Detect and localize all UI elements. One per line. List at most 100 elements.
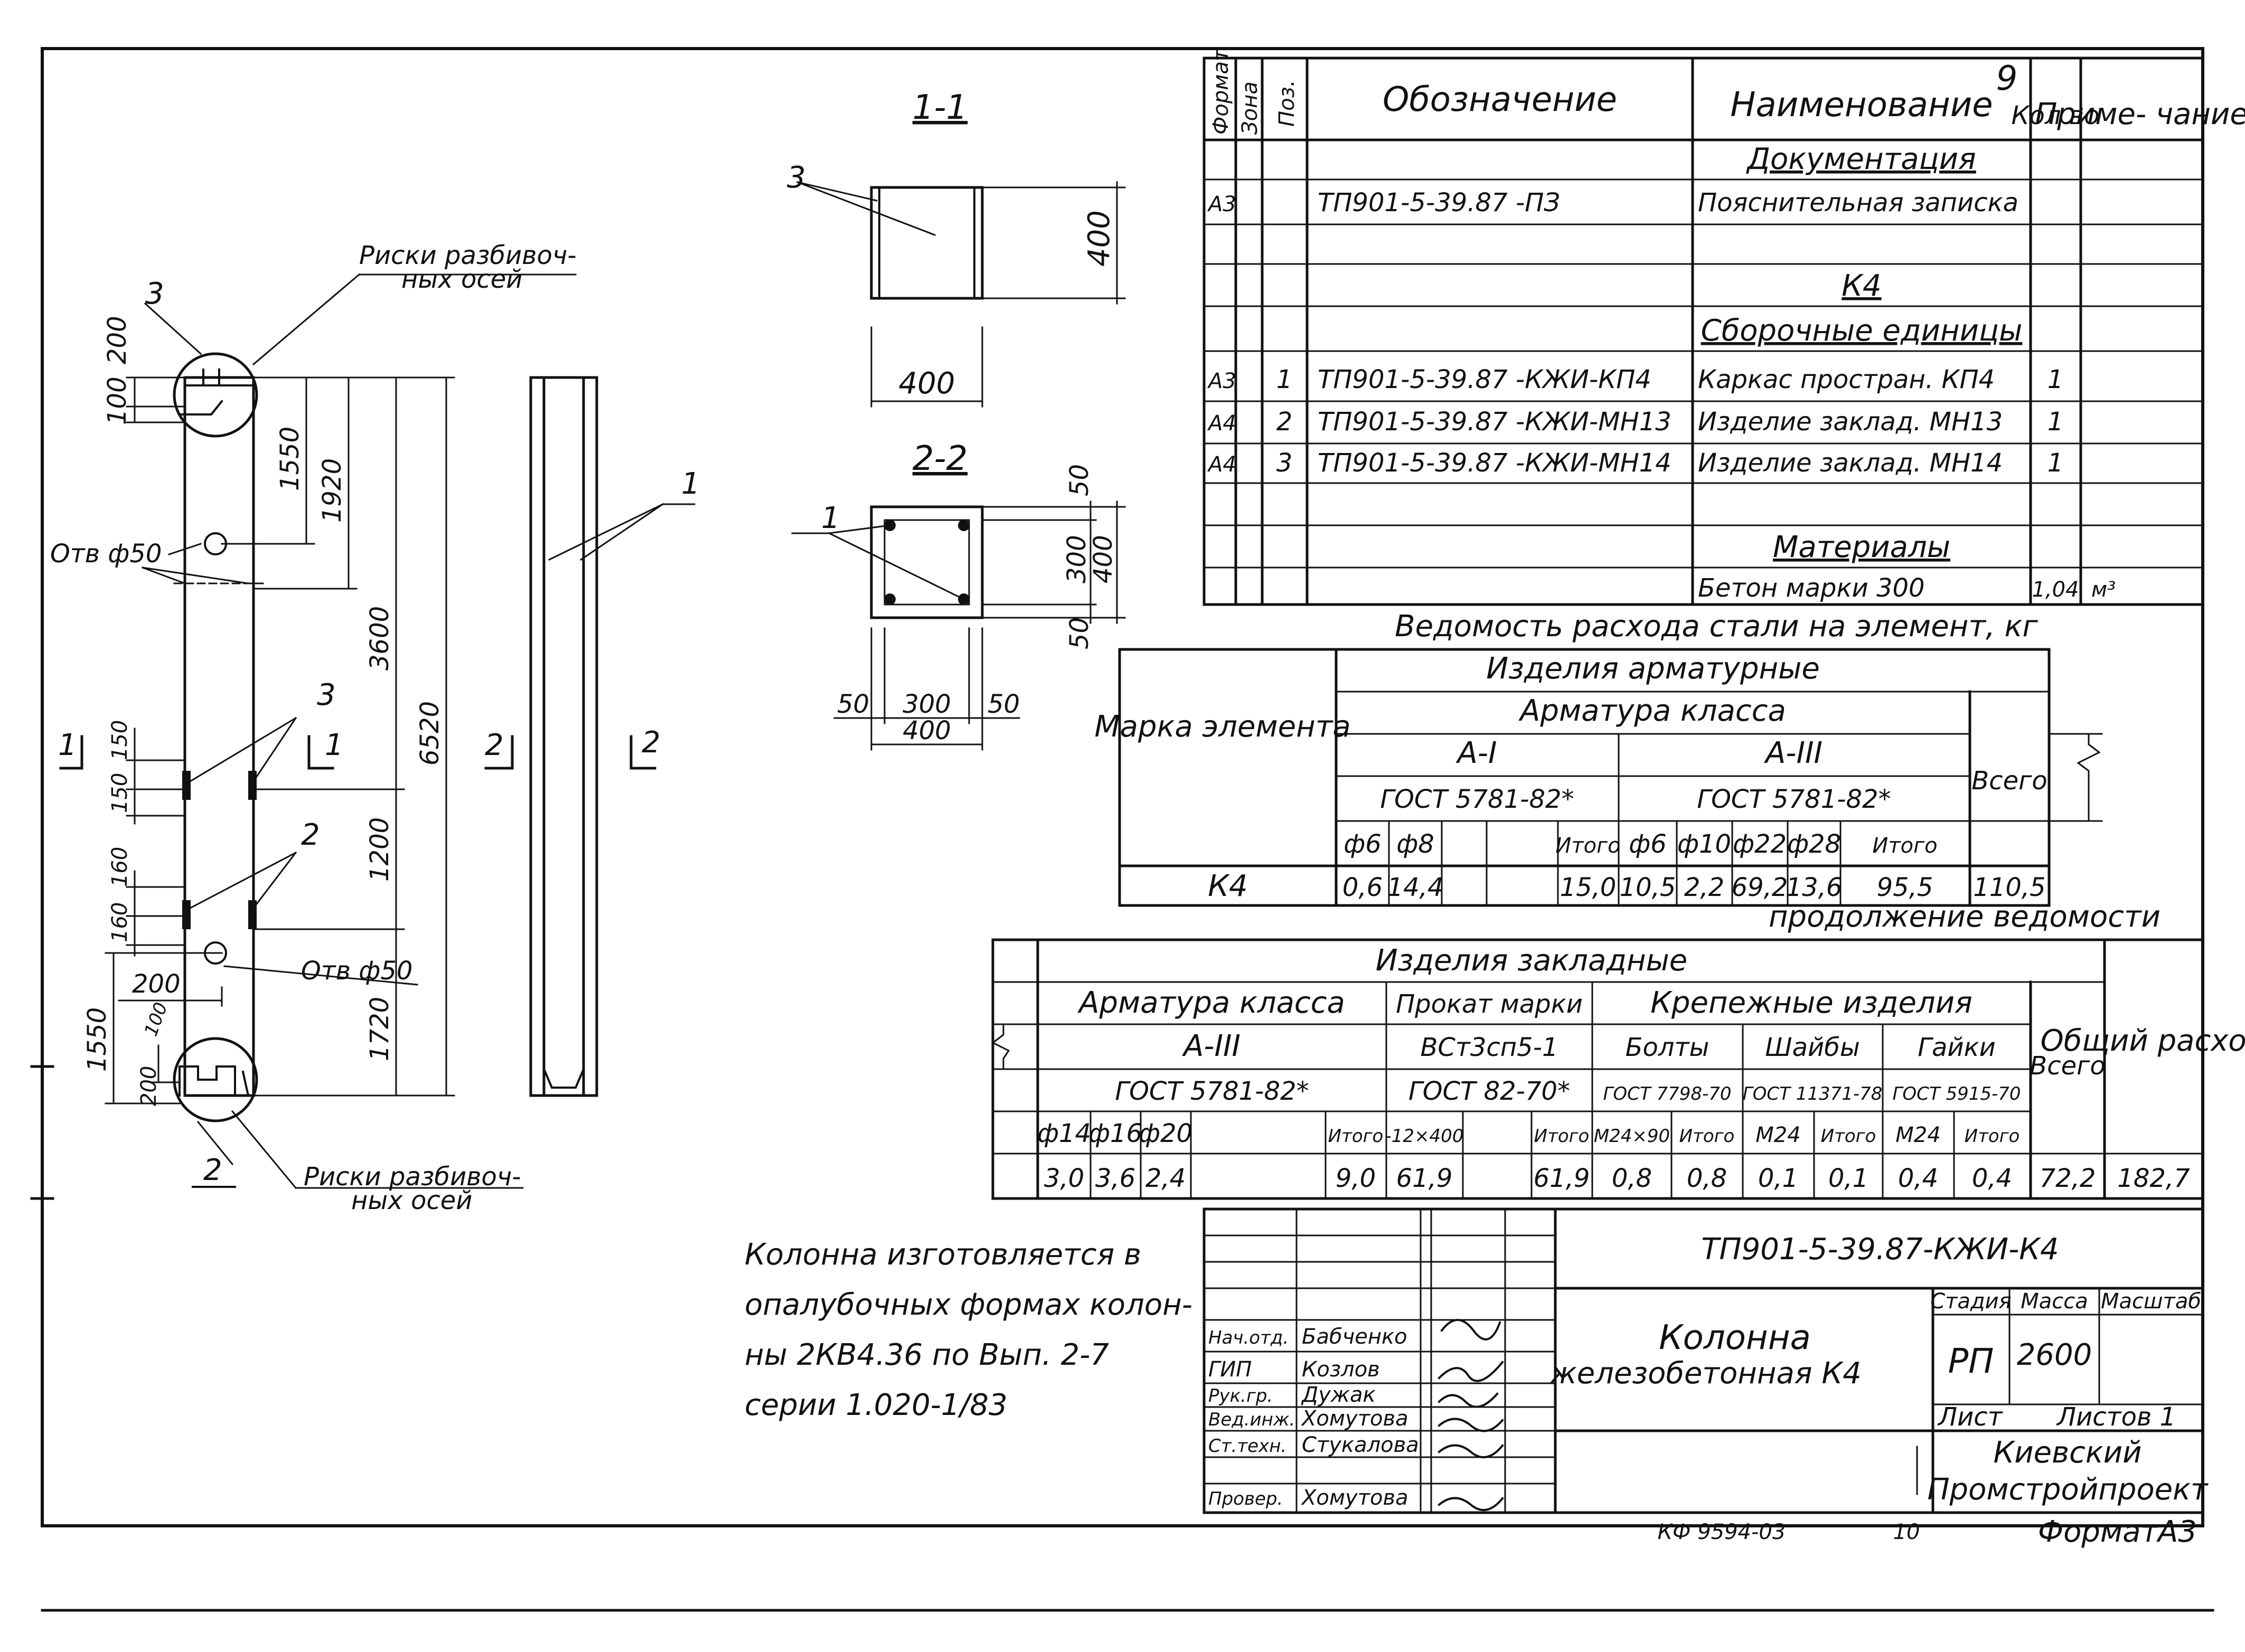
embed-nuts-gost: ГОСТ 5915-70 xyxy=(1892,1083,2021,1105)
section-1-1: 1-1 3 400 400 xyxy=(787,88,1126,408)
section-2-2-title: 2-2 xyxy=(913,439,968,478)
sheet-number-mark: 9 xyxy=(1996,59,2018,98)
embed-bolts-header: Болты xyxy=(1626,1033,1709,1062)
spec-row-5-name: Каркас простран. КП4 xyxy=(1698,365,1995,394)
embed-size-1: ф16 xyxy=(1088,1119,1142,1148)
stage-header: Стадия xyxy=(1930,1289,2011,1314)
staff-name-2: Дужак xyxy=(1301,1383,1376,1407)
embed-size-0: ф14 xyxy=(1037,1119,1091,1148)
steel-val-1: 14,4 xyxy=(1387,873,1444,902)
dim-160-a: 160 xyxy=(108,847,132,887)
section-2-dim-50-bottom: 50 xyxy=(1065,617,1094,649)
dim-1200: 1200 xyxy=(365,817,394,882)
spec-row-7-name: Изделие заклад. МН14 xyxy=(1698,448,2003,478)
signatures xyxy=(1438,1319,1504,1511)
footer-number: 10 xyxy=(1893,1520,1920,1544)
embed-group-header: Изделия закладные xyxy=(1376,943,1688,978)
spec-row-5-pos: 1 xyxy=(1276,365,1293,394)
embed-size-8: М24×90 xyxy=(1594,1126,1670,1147)
header-designation: Обозначение xyxy=(1383,80,1617,119)
steel-gost-a3: ГОСТ 5781-82* xyxy=(1697,785,1891,814)
header-pos: Поз. xyxy=(1275,80,1299,127)
section-2-dim-300-vertical: 300 xyxy=(1062,535,1092,583)
steel-dia-5: ф10 xyxy=(1677,829,1731,859)
steel-total-header: Всего xyxy=(1971,766,2047,796)
embed-plate-3b xyxy=(248,771,257,800)
mass-header: Масса xyxy=(2021,1289,2088,1314)
embed-washers-gost: ГОСТ 11371-78 xyxy=(1743,1083,1883,1105)
spec-row-6-qty: 1 xyxy=(2047,407,2064,437)
embed-overall-header-text: Общий расход xyxy=(2041,1024,2245,1058)
spec-row-7-pos: 3 xyxy=(1276,448,1293,478)
embed-val-0: 3,0 xyxy=(1044,1164,1084,1193)
header-qty: Кол во xyxy=(2011,101,2099,130)
note-line-2: опалубочных формах колон- xyxy=(745,1288,1192,1322)
staff-name-1: Козлов xyxy=(1302,1357,1380,1382)
embed-val-7: 61,9 xyxy=(1534,1164,1590,1193)
embed-size-10: М24 xyxy=(1755,1123,1800,1147)
dim-200-bottom: 200 xyxy=(132,969,181,999)
position-2-mid: 2 xyxy=(301,818,320,852)
risk-label-bottom-1: Риски разбивоч- xyxy=(304,1162,521,1192)
steel-dia-0: ф6 xyxy=(1344,829,1382,859)
dim-150-a: 150 xyxy=(108,720,132,760)
spec-row-3-name: К4 xyxy=(1842,269,1881,303)
header-note: Приме- чание xyxy=(2035,97,2245,131)
sheet-label: Лист xyxy=(1937,1402,2004,1432)
detail-circle-top xyxy=(173,352,258,438)
cut-2-left: 2 xyxy=(485,728,504,762)
hole-label-top: Отв ф50 xyxy=(50,539,162,569)
item-name-line-1: Колонна xyxy=(1659,1318,1811,1357)
position-3-top: 3 xyxy=(145,277,164,311)
section-1-dim-400-width: 400 xyxy=(899,366,955,401)
embed-size-2: ф20 xyxy=(1139,1119,1192,1148)
staff-role-1: ГИП xyxy=(1208,1357,1252,1382)
column-side-view: 1 2 2 xyxy=(484,376,700,1097)
staff-role-5: Провер. xyxy=(1208,1488,1283,1509)
detail-circle-bottom xyxy=(173,1037,258,1122)
cut-1-left: 1 xyxy=(58,728,77,762)
column-front-view: 200 100 1550 1920 3600 6520 150 150 1200… xyxy=(50,241,577,1215)
embed-rebar-grade: А-III xyxy=(1182,1029,1241,1063)
dim-150-b: 150 xyxy=(108,773,132,813)
steel-val-3: 15,0 xyxy=(1560,873,1617,902)
note-line-3: ны 2КВ4.36 по Вып. 2-7 xyxy=(745,1338,1109,1372)
dim-6520: 6520 xyxy=(415,701,445,766)
spec-row-1-name: Пояснительная записка xyxy=(1698,188,2018,218)
staff-name-0: Бабченко xyxy=(1302,1325,1407,1349)
cut-2-right: 2 xyxy=(642,725,661,760)
manufacturing-note: Колонна изготовляется в опалубочных форм… xyxy=(745,1238,1192,1422)
steel-mark-header: Марка элемента xyxy=(1094,710,1350,744)
hole-label-bottom: Отв ф50 xyxy=(301,956,412,986)
staff-name-3: Хомутова xyxy=(1301,1406,1408,1431)
staff-role-3: Вед.инж. xyxy=(1208,1409,1295,1430)
document-code: ТП901-5-39.87-КЖИ-К4 xyxy=(1701,1232,2059,1267)
embed-size-7: Итого xyxy=(1534,1126,1590,1147)
mass-value: 2600 xyxy=(2017,1338,2092,1372)
section-2-dim-300-horizontal: 300 xyxy=(903,690,951,719)
stage-value: РП xyxy=(1948,1342,1994,1381)
continuation-label: продолжение ведомости xyxy=(1769,900,2161,934)
embed-val-1: 3,6 xyxy=(1095,1164,1135,1193)
steel-dia-4: ф6 xyxy=(1629,829,1667,859)
steel-dia-3: Итого xyxy=(1555,834,1620,858)
steel-table: Ведомость расхода стали на элемент, кг xyxy=(1094,609,2103,907)
embed-size-12: М24 xyxy=(1895,1123,1940,1147)
steel-class-header: Арматура класса xyxy=(1518,694,1786,728)
spec-row-7-format: А4 xyxy=(1207,452,1236,477)
embed-nuts-header: Гайки xyxy=(1918,1033,1996,1062)
header-zone: Зона xyxy=(1238,81,1262,135)
spec-row-6-format: А4 xyxy=(1207,411,1236,436)
embed-val-5: 61,9 xyxy=(1396,1164,1453,1193)
sheets-label: Листов 1 xyxy=(2056,1402,2176,1432)
spec-row-5-format: А3 xyxy=(1207,369,1236,393)
embed-total-header: Всего xyxy=(2030,1051,2105,1081)
footer-code: КФ 9594-03 xyxy=(1658,1520,1786,1544)
spec-row-10-qty: 1,04 xyxy=(2032,578,2079,602)
section-1-position-3: 3 xyxy=(787,161,806,195)
embed-total-value: 72,2 xyxy=(2040,1164,2096,1193)
embedded-items-table: продолжение ведомости xyxy=(991,900,2245,1200)
section-2-dim-400-horizontal: 400 xyxy=(903,716,951,745)
section-2-2: 2-2 1 50 300 400 50 50 300 xyxy=(791,439,1126,751)
cut-1-right: 1 xyxy=(325,728,344,762)
